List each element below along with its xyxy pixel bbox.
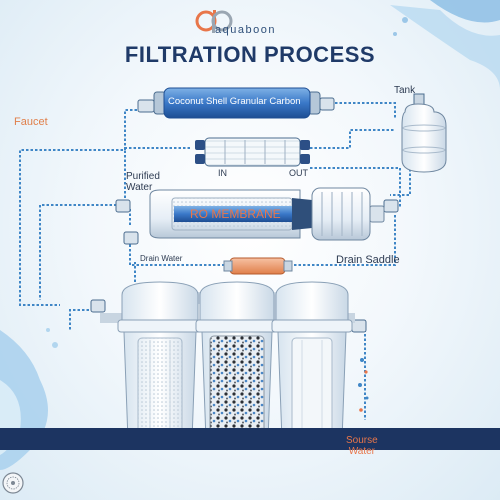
carbon-filter-label: Coconut Shell Granular Carbon [168, 96, 301, 107]
out-label: OUT [289, 168, 308, 178]
base-band [0, 428, 500, 450]
flow-restrictor [223, 257, 293, 275]
drain-water-label: Drain Water [140, 254, 183, 263]
sediment-filter-housing [117, 281, 203, 449]
logo-icon [195, 10, 233, 33]
purified-water-label: Purified Water [126, 171, 160, 193]
source-water-label: Sourse Water [346, 435, 378, 457]
drain-saddle-label: Drain Saddle [336, 254, 400, 266]
polishing-filter-housing [271, 281, 353, 449]
in-label: IN [218, 168, 227, 178]
carbon-filter [153, 87, 321, 119]
ro-membrane [149, 187, 385, 241]
water-tank [401, 93, 447, 173]
certification-seal-icon [2, 472, 24, 494]
faucet-label: Faucet [14, 116, 48, 128]
brand-name: aquaboon [215, 24, 276, 36]
page-title: FILTRATION PROCESS [124, 42, 376, 67]
ro-membrane-label: RO MEMBRANE [190, 207, 281, 221]
carbon-block-filter-housing [195, 281, 279, 449]
filter-housings [100, 281, 369, 449]
tank-label: Tank [394, 85, 416, 96]
inline-filter [195, 137, 310, 167]
tube-fittings [90, 97, 399, 333]
source-water-droplets [358, 358, 369, 412]
